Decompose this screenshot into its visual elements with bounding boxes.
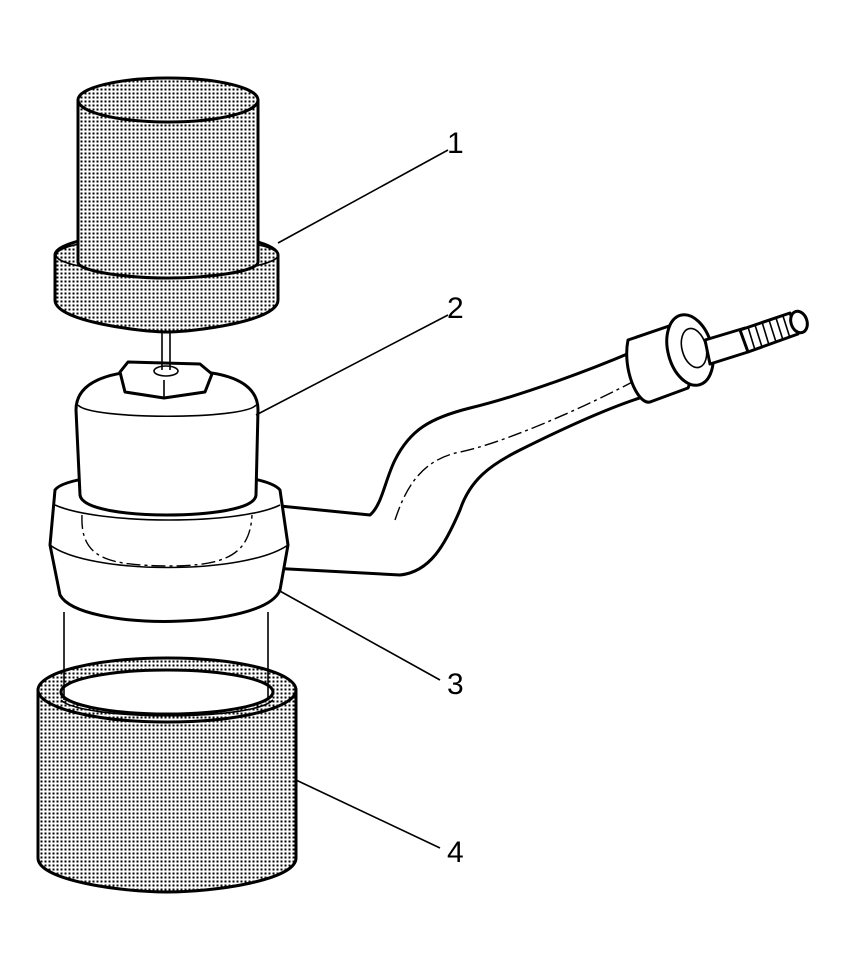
callout-1: 1 [447,127,464,160]
receiver-tool-lower [36,656,298,894]
callout-3: 3 [447,668,464,701]
bushing [74,330,260,517]
leader-line-3 [277,589,441,681]
callout-2: 2 [447,292,464,325]
alignment-guide-lines [63,612,269,700]
leader-line-2 [255,314,449,416]
leader-lines [255,149,449,849]
leader-line-1 [277,149,449,244]
installer-tool-upper [53,76,280,334]
callout-4: 4 [447,836,464,869]
leader-line-4 [295,779,441,849]
control-arm [268,309,809,577]
